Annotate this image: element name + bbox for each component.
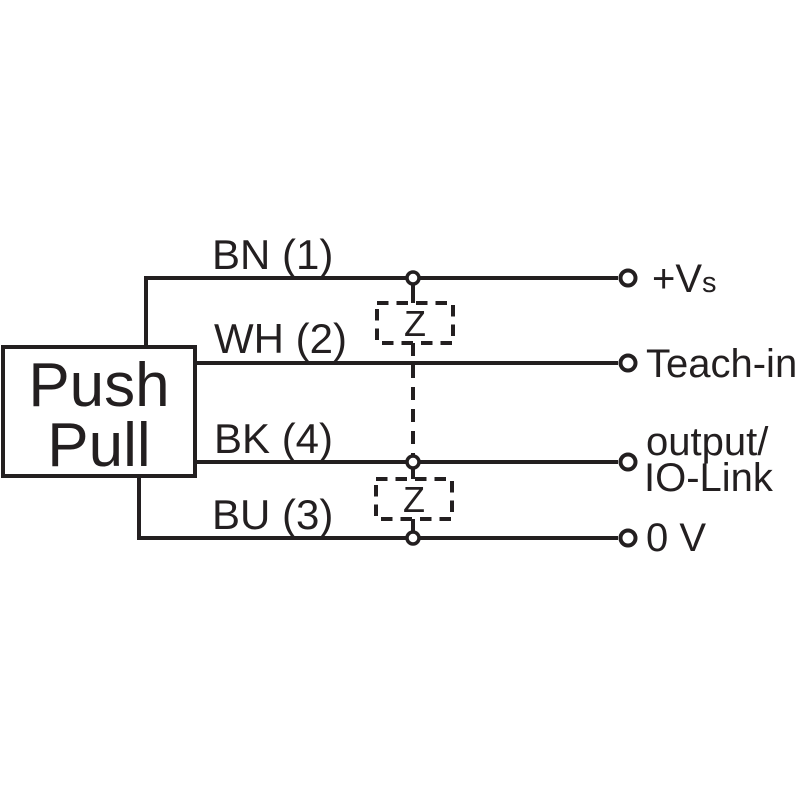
push-pull-label-line2: Pull	[47, 411, 150, 480]
terminal-circle-teach-in	[618, 353, 638, 373]
terminal-label-vs-sub: s	[702, 267, 717, 299]
wire-label-bk: BK (4)	[214, 415, 333, 462]
terminal-circle-vs	[618, 268, 638, 288]
suppressor-label-lower: Z	[403, 479, 425, 520]
junction-node-bu	[405, 530, 421, 546]
wire-bn	[144, 276, 618, 349]
junction-node-bk	[405, 454, 421, 470]
wire-label-bu: BU (3)	[212, 491, 333, 538]
wire-label-wh: WH (2)	[214, 315, 347, 362]
terminal-label-zero-volt: 0 V	[646, 516, 706, 560]
terminal-label-output-line2: IO-Link	[644, 456, 774, 500]
terminal-label-teach-in: Teach-in	[646, 342, 797, 386]
wire-bu	[137, 474, 618, 540]
junction-node-bn	[405, 270, 421, 286]
terminal-label-output-line1: output/	[646, 420, 769, 464]
suppressor-label-upper: Z	[404, 303, 426, 344]
push-pull-box	[1, 345, 197, 478]
terminal-circle-output	[618, 452, 638, 472]
terminal-circle-zero-volt	[618, 528, 638, 548]
terminal-label-vs: +Vs	[652, 257, 717, 301]
terminal-label-vs-main: +V	[652, 257, 702, 301]
push-pull-label-line1: Push	[28, 351, 169, 420]
wire-label-bn: BN (1)	[212, 231, 333, 278]
